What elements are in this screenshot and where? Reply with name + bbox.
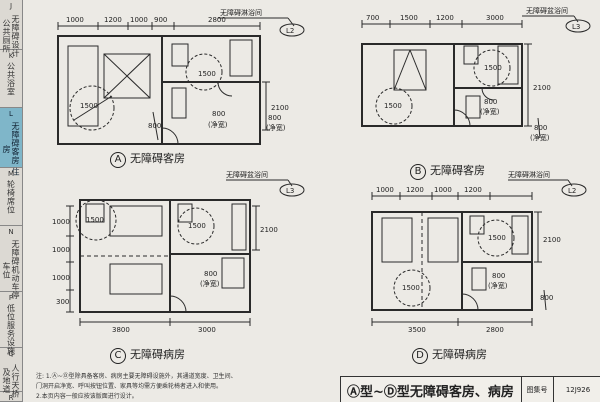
index-tab-label: 低位服务设施 xyxy=(6,304,16,355)
plan-d-clear-1: (净宽) xyxy=(488,281,508,290)
index-tab-code: K xyxy=(8,52,14,60)
index-tab-code: M xyxy=(7,170,15,178)
index-tab-k[interactable]: K 公共浴室 xyxy=(0,50,22,108)
plan-c xyxy=(66,179,305,326)
plan-a-dim-3: 1000 xyxy=(130,16,148,24)
plan-a-turn-2: 1500 xyxy=(198,70,216,78)
plan-b-turn-1: 1500 xyxy=(384,102,402,110)
index-tab-r[interactable]: R附录 xyxy=(0,392,22,402)
plan-d-dim-1: 1000 xyxy=(376,186,394,194)
plan-d-depth: 2100 xyxy=(543,236,561,244)
plan-c-width-2: 3000 xyxy=(198,326,216,334)
index-tab-label: 公共浴室 xyxy=(6,62,16,96)
plan-c-door: 800 xyxy=(204,270,217,278)
note-line-1: 注: 1.Ⓐ~Ⓓ型除具备客房、病房主要无障碍设施外，其通道宽度、卫生间、 xyxy=(36,373,237,380)
atlas-number: 12J926 xyxy=(553,377,600,402)
plan-b-depth: 2100 xyxy=(533,84,551,92)
plan-a-ref: L2 xyxy=(286,27,294,35)
plan-a-depth: 2100 xyxy=(271,104,289,112)
plan-b-clear-1: (净宽) xyxy=(480,107,500,116)
plan-d-ref: L2 xyxy=(568,187,576,195)
plan-d-width-2: 2800 xyxy=(486,326,504,334)
index-tab-code: L xyxy=(9,110,13,118)
plan-a-door-3: 800 xyxy=(268,114,281,122)
index-tab-label: 无障碍客房 住房 xyxy=(2,121,20,177)
index-tab-label: 无障碍机动车停车位 xyxy=(2,240,20,300)
plan-d-dim-4: 1200 xyxy=(464,186,482,194)
plan-d-door-2: 800 xyxy=(540,294,553,302)
plan-a-dim-5: 2800 xyxy=(208,16,226,24)
plan-b-dim-4: 3000 xyxy=(486,14,504,22)
plan-c-left-1: 1000 xyxy=(52,218,70,226)
plan-b-door-2: 800 xyxy=(534,124,547,132)
index-tab-code: N xyxy=(8,228,14,236)
plan-a-door-2: 800 xyxy=(212,110,225,118)
main-area: 1000 1200 1000 900 2800 无障碍淋浴间 L2 1500 1… xyxy=(22,0,600,402)
plan-d-dim-3: 1000 xyxy=(434,186,452,194)
plan-a-fixture: 无障碍淋浴间 xyxy=(220,8,262,17)
plan-c-width-1: 3800 xyxy=(112,326,130,334)
plan-a-clear-2: (净宽) xyxy=(266,123,286,132)
index-tab-label: 无障碍设计公共厕所 xyxy=(2,14,20,58)
plan-c-left-3: 1000 xyxy=(52,274,70,282)
plan-b-fixture: 无障碍盆浴间 xyxy=(526,6,568,15)
plan-b-door-1: 800 xyxy=(484,98,497,106)
plan-c-turn-2: 1500 xyxy=(188,222,206,230)
index-tab-p[interactable]: P 低位服务设施 xyxy=(0,292,22,355)
title-block: Ⓐ型~Ⓓ型无障碍客房、病房 图集号 12J926 xyxy=(340,376,600,402)
note-line-2: 门洞开启净宽、呼叫按钮位置、家具等均需方便乘轮椅者进入和使用。 xyxy=(36,383,223,390)
plan-d xyxy=(371,179,587,326)
plan-c-turn-1: 1500 xyxy=(86,216,104,224)
plan-c-left-2: 1000 xyxy=(52,246,70,254)
note-line-3: 2.本页内容一般应按该版面进行设计。 xyxy=(36,393,138,400)
notes: 注: 1.Ⓐ~Ⓓ型除具备客房、病房主要无障碍设施外，其通道宽度、卫生间、 门洞开… xyxy=(36,372,336,402)
plan-d-door-1: 800 xyxy=(492,272,505,280)
index-tab-j[interactable]: J 无障碍设计公共厕所 xyxy=(0,0,22,57)
plan-a xyxy=(57,17,305,145)
index-tab-m[interactable]: M 轮椅席位 xyxy=(0,168,22,226)
atlas-label: 图集号 xyxy=(521,377,552,402)
index-tab-q[interactable]: Q 人行天桥及地道 xyxy=(0,348,22,398)
plan-c-clear: (净宽) xyxy=(200,279,220,288)
plan-c-left-4: 300 xyxy=(56,298,69,306)
index-tab-code: R xyxy=(8,394,14,402)
plan-d-dim-2: 1200 xyxy=(406,186,424,194)
plan-b-clear-2: (净宽) xyxy=(530,133,550,142)
plan-b-turn-2: 1500 xyxy=(484,64,502,72)
index-tab-code: P xyxy=(8,294,14,302)
index-tab-code: J xyxy=(9,2,13,10)
index-tab-label: 轮椅席位 xyxy=(6,180,16,214)
plan-a-turn-1: 1500 xyxy=(80,102,98,110)
plan-b-ref: L3 xyxy=(572,23,580,31)
plan-d-turn-2: 1500 xyxy=(488,234,506,242)
plan-b-dim-2: 1500 xyxy=(400,14,418,22)
plan-d-turn-1: 1500 xyxy=(402,284,420,292)
index-tab-l[interactable]: L 无障碍客房 住房 xyxy=(0,108,22,176)
index-tab-code: Q xyxy=(8,350,14,358)
plan-d-fixture: 无障碍淋浴间 xyxy=(508,170,550,179)
plan-c-ref: L3 xyxy=(286,187,294,195)
plan-a-door-1: 800 xyxy=(148,122,161,130)
index-tab-n[interactable]: N 无障碍机动车停车位 xyxy=(0,226,22,300)
plan-a-clear-1: (净宽) xyxy=(208,120,228,129)
drawing-title: Ⓐ型~Ⓓ型无障碍客房、病房 xyxy=(347,385,514,400)
plan-a-dim-4: 900 xyxy=(154,16,167,24)
plan-a-dim-1: 1000 xyxy=(66,16,84,24)
plan-b xyxy=(361,15,591,139)
plan-b-dim-1: 700 xyxy=(366,14,379,22)
plan-d-width-1: 3500 xyxy=(408,326,426,334)
plan-a-dim-2: 1200 xyxy=(104,16,122,24)
plan-b-dim-3: 1200 xyxy=(436,14,454,22)
index-tab-label: 人行天桥及地道 xyxy=(2,364,20,398)
plan-c-depth: 2100 xyxy=(260,226,278,234)
floor-plans: 1000 1200 1000 900 2800 无障碍淋浴间 L2 1500 1… xyxy=(52,6,591,334)
plan-c-fixture: 无障碍盆浴间 xyxy=(226,170,268,179)
